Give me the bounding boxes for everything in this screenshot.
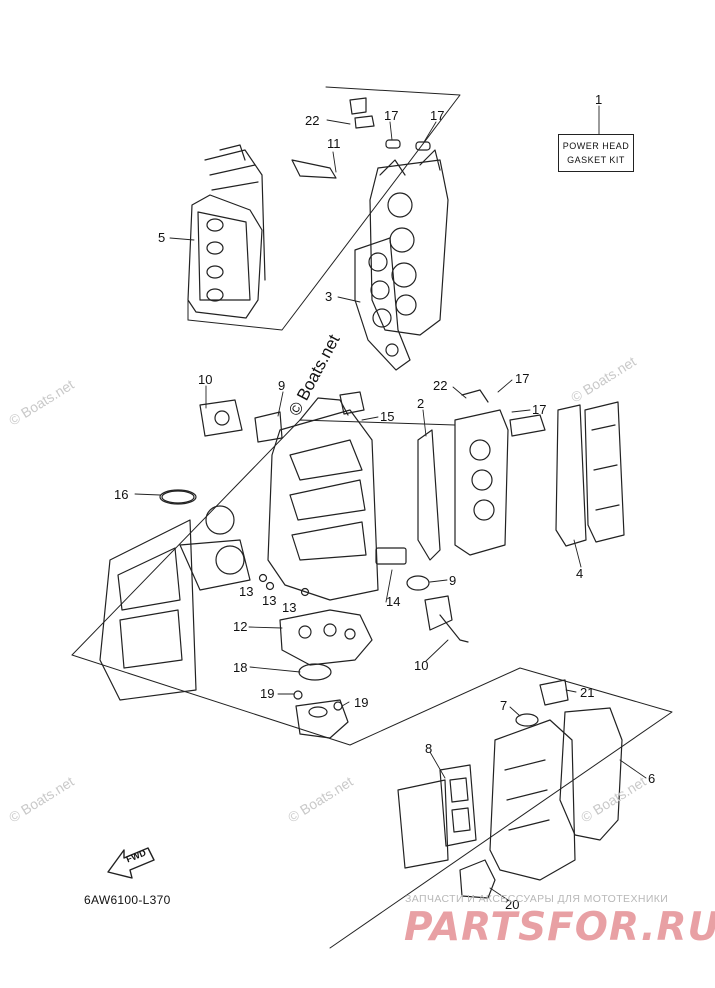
part-label[interactable]: 18: [233, 660, 248, 675]
part-label[interactable]: 6: [648, 771, 656, 786]
part-label[interactable]: 21: [580, 685, 595, 700]
part-label[interactable]: 8: [425, 741, 433, 756]
part-label[interactable]: 22: [433, 378, 448, 393]
head-gasket-port: [354, 237, 411, 371]
block-frame-bottom: [71, 654, 673, 949]
part-label[interactable]: 13: [262, 593, 277, 608]
part-label[interactable]: 9: [278, 378, 286, 393]
pump-assy: [293, 690, 349, 739]
part-label[interactable]: 16: [114, 487, 129, 502]
part-label[interactable]: 1: [595, 92, 603, 107]
o-ring-18: [298, 663, 332, 681]
cylinder-block: [267, 397, 407, 601]
fwd-arrow: [107, 847, 155, 879]
exhaust-cover-assy: [397, 679, 623, 899]
kit-line-1: POWER HEAD: [562, 141, 630, 151]
part-label[interactable]: 17: [430, 108, 445, 123]
leader-lines: [134, 105, 647, 901]
part-label[interactable]: 22: [305, 113, 320, 128]
part-label[interactable]: 15: [380, 409, 395, 424]
block-frame: [71, 419, 456, 656]
port-head-frame: [187, 86, 461, 331]
gasket-12: [279, 609, 373, 666]
head-cover-starboard: [555, 401, 625, 547]
thermostat-upper: [199, 391, 365, 443]
part-label[interactable]: 17: [384, 108, 399, 123]
part-label[interactable]: 13: [239, 584, 254, 599]
head-gasket-starboard: [417, 429, 441, 561]
part-label[interactable]: 17: [515, 371, 530, 386]
part-label[interactable]: 19: [260, 686, 275, 701]
part-label[interactable]: 10: [198, 372, 213, 387]
part-label[interactable]: 4: [576, 566, 584, 581]
part-label[interactable]: 13: [282, 600, 297, 615]
part-label[interactable]: 11: [327, 136, 341, 151]
power-head-gasket-kit-box: POWER HEAD GASKET KIT: [558, 134, 634, 172]
part-label[interactable]: 2: [417, 396, 425, 411]
part-label[interactable]: 9: [449, 573, 457, 588]
oil-seal: [161, 490, 195, 504]
head-cover-left: [187, 144, 266, 319]
part-label[interactable]: 5: [158, 230, 166, 245]
cylinder-head-port: [291, 97, 449, 336]
part-label[interactable]: 12: [233, 619, 248, 634]
part-label[interactable]: 7: [500, 698, 508, 713]
diagram-code: 6AW6100-L370: [84, 893, 171, 907]
cylinder-head-starboard: [454, 389, 546, 556]
part-label[interactable]: 19: [354, 695, 369, 710]
shop-brand-watermark: PARTSFOR.RU: [404, 905, 715, 950]
part-label[interactable]: 17: [532, 402, 547, 417]
part-label[interactable]: 20: [505, 897, 520, 912]
part-label[interactable]: 3: [325, 289, 333, 304]
part-label[interactable]: 10: [414, 658, 429, 673]
thermostat-lower: [406, 575, 469, 643]
crankcase-assy: [99, 489, 251, 701]
kit-line-2: GASKET KIT: [567, 155, 625, 165]
shop-tagline-watermark: ЗАПЧАСТИ И АКСЕССУАРЫ ДЛЯ МОТОТЕХНИКИ: [405, 893, 669, 905]
part-label[interactable]: 14: [386, 594, 401, 609]
